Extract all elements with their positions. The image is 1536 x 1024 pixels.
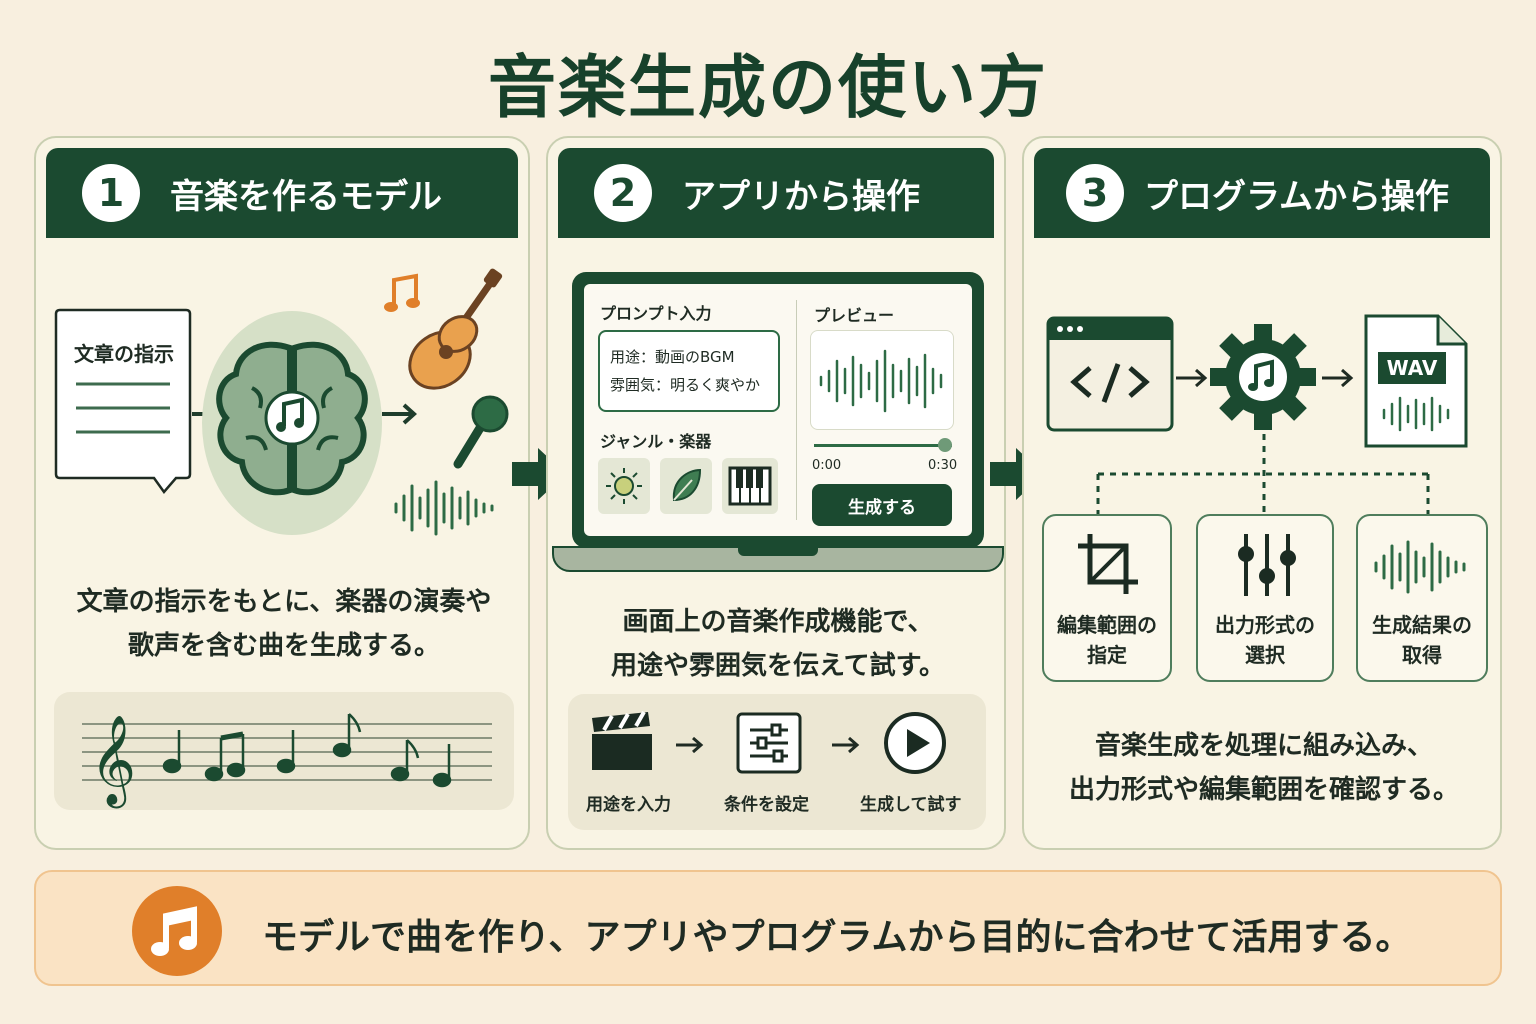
- settings-sliders-icon: [736, 712, 802, 774]
- description-line: 文章の指示をもとに、楽器の演奏や: [76, 587, 492, 617]
- option-label-line: 編集範囲の: [1057, 613, 1157, 637]
- preview-panel: [810, 330, 954, 430]
- prompt-input[interactable]: 用途：動画のBGM 雰囲気：明るく爽やか: [598, 330, 780, 412]
- genre-leaf-button[interactable]: [660, 458, 712, 514]
- option-label-line: 出力形式の: [1215, 613, 1315, 637]
- arrow-right-icon: [832, 736, 860, 754]
- guitar-icon: [408, 268, 503, 390]
- arrow-right-icon: [1322, 368, 1354, 388]
- panel-header: 1 音楽を作るモデル: [46, 148, 518, 238]
- panel-header: 2 アプリから操作: [558, 148, 994, 238]
- step-label: 用途を入力: [586, 795, 671, 815]
- sun-icon: [606, 468, 642, 504]
- clapperboard-icon: [592, 711, 652, 770]
- step-number: 3: [1066, 164, 1124, 222]
- option-label-line: 取得: [1402, 643, 1442, 667]
- panel-heading: アプリから操作: [682, 176, 920, 217]
- panel-header: 3 プログラムから操作: [1034, 148, 1490, 238]
- music-staff: 𝄞: [54, 692, 514, 810]
- prompt-line: 雰囲気：明るく爽やか: [610, 376, 761, 394]
- option-label: 生成結果の 取得: [1358, 610, 1486, 670]
- step-label: 生成して試す: [860, 795, 962, 815]
- option-output-format[interactable]: 出力形式の 選択: [1196, 514, 1334, 682]
- bubble-label: 文章の指示: [74, 342, 174, 366]
- waveform-icon: [819, 349, 943, 413]
- panel-program-operation: 3 プログラムから操作: [1022, 136, 1502, 850]
- preview-label: プレビュー: [814, 306, 895, 325]
- description-line: 歌声を含む曲を生成する。: [127, 631, 440, 661]
- dashed-connector: [1096, 434, 1430, 514]
- music-note-icon: [132, 886, 222, 976]
- play-icon: [884, 712, 946, 774]
- svg-text:𝄞: 𝄞: [90, 715, 136, 809]
- option-label-line: 生成結果の: [1372, 613, 1472, 637]
- step-number: 1: [82, 164, 140, 222]
- waveform-icon: [394, 480, 494, 536]
- generate-button[interactable]: 生成する: [812, 484, 952, 526]
- description-line: 出力形式や編集範囲を確認する。: [1068, 775, 1459, 805]
- text-instruction-bubble: 文章の指示: [52, 306, 194, 496]
- option-label-line: 指定: [1087, 643, 1127, 667]
- file-format-label: WAV: [1386, 356, 1438, 380]
- arrow-right-icon: [512, 448, 566, 500]
- panel-music-model: 1 音楽を作るモデル 文章の指示: [34, 136, 530, 850]
- mixer-sliders-icon: [1238, 534, 1296, 596]
- arrow-right-icon: [990, 448, 1044, 500]
- genre-sun-button[interactable]: [598, 458, 650, 514]
- panel-description: 文章の指示をもとに、楽器の演奏や 歌声を含む曲を生成する。: [36, 580, 532, 668]
- option-label: 編集範囲の 指定: [1044, 610, 1170, 670]
- summary-text: モデルで曲を作り、アプリやプログラムから目的に合わせて活用する。: [262, 917, 1412, 958]
- leaf-icon: [672, 468, 702, 502]
- laptop-base: [552, 546, 1004, 572]
- steps-row: 用途を入力 条件を設定 生成して試す: [568, 694, 986, 830]
- genre-label: ジャンル・楽器: [600, 432, 712, 451]
- panel-description: 画面上の音楽作成機能で、 用途や雰囲気を伝えて試す。: [548, 600, 1008, 688]
- option-label: 出力形式の 選択: [1198, 610, 1332, 670]
- waveform-icon: [1374, 540, 1466, 594]
- microphone-icon: [453, 395, 509, 469]
- description-line: 用途や雰囲気を伝えて試す。: [610, 651, 946, 681]
- description-line: 画面上の音楽作成機能で、: [622, 607, 934, 637]
- slider-handle[interactable]: [938, 438, 952, 452]
- arrow-right-icon: [1176, 368, 1208, 388]
- screen-divider: [796, 300, 797, 520]
- crop-icon: [1078, 534, 1138, 594]
- app-window: プロンプト入力 用途：動画のBGM 雰囲気：明るく爽やか ジャンル・楽器: [584, 284, 972, 536]
- brain-icon: [202, 308, 382, 538]
- step-number: 2: [594, 164, 652, 222]
- prompt-input-label: プロンプト入力: [600, 304, 712, 323]
- panel-description: 音楽生成を処理に組み込み、 出力形式や編集範囲を確認する。: [1024, 724, 1504, 812]
- option-get-result[interactable]: 生成結果の 取得: [1356, 514, 1488, 682]
- genre-piano-button[interactable]: [722, 458, 778, 514]
- code-window-icon: [1046, 316, 1174, 432]
- description-line: 音楽生成を処理に組み込み、: [1094, 731, 1433, 761]
- playback-slider[interactable]: [814, 438, 952, 452]
- option-label-line: 選択: [1245, 643, 1285, 667]
- panel-app-operation: 2 アプリから操作 プロンプト入力 用途：動画のBGM 雰囲気：明るく爽やか ジ…: [546, 136, 1006, 850]
- laptop-screen: プロンプト入力 用途：動画のBGM 雰囲気：明るく爽やか ジャンル・楽器: [572, 272, 984, 548]
- piano-icon: [728, 466, 772, 506]
- arrow-right-icon: [676, 736, 704, 754]
- option-edit-range[interactable]: 編集範囲の 指定: [1042, 514, 1172, 682]
- prompt-line: 用途：動画のBGM: [610, 348, 735, 366]
- arrow-right-icon: [382, 403, 417, 425]
- step-label: 条件を設定: [724, 795, 809, 815]
- time-end: 0:30: [928, 458, 958, 473]
- time-start: 0:00: [812, 458, 842, 473]
- summary-banner: モデルで曲を作り、アプリやプログラムから目的に合わせて活用する。: [34, 870, 1502, 986]
- music-note-icon: [384, 273, 420, 312]
- gear-icon: [1210, 324, 1316, 430]
- page-title: 音楽生成の使い方: [487, 49, 1048, 128]
- panel-heading: 音楽を作るモデル: [170, 176, 442, 217]
- wav-file-icon: WAV: [1364, 314, 1468, 448]
- panel-heading: プログラムから操作: [1144, 176, 1449, 217]
